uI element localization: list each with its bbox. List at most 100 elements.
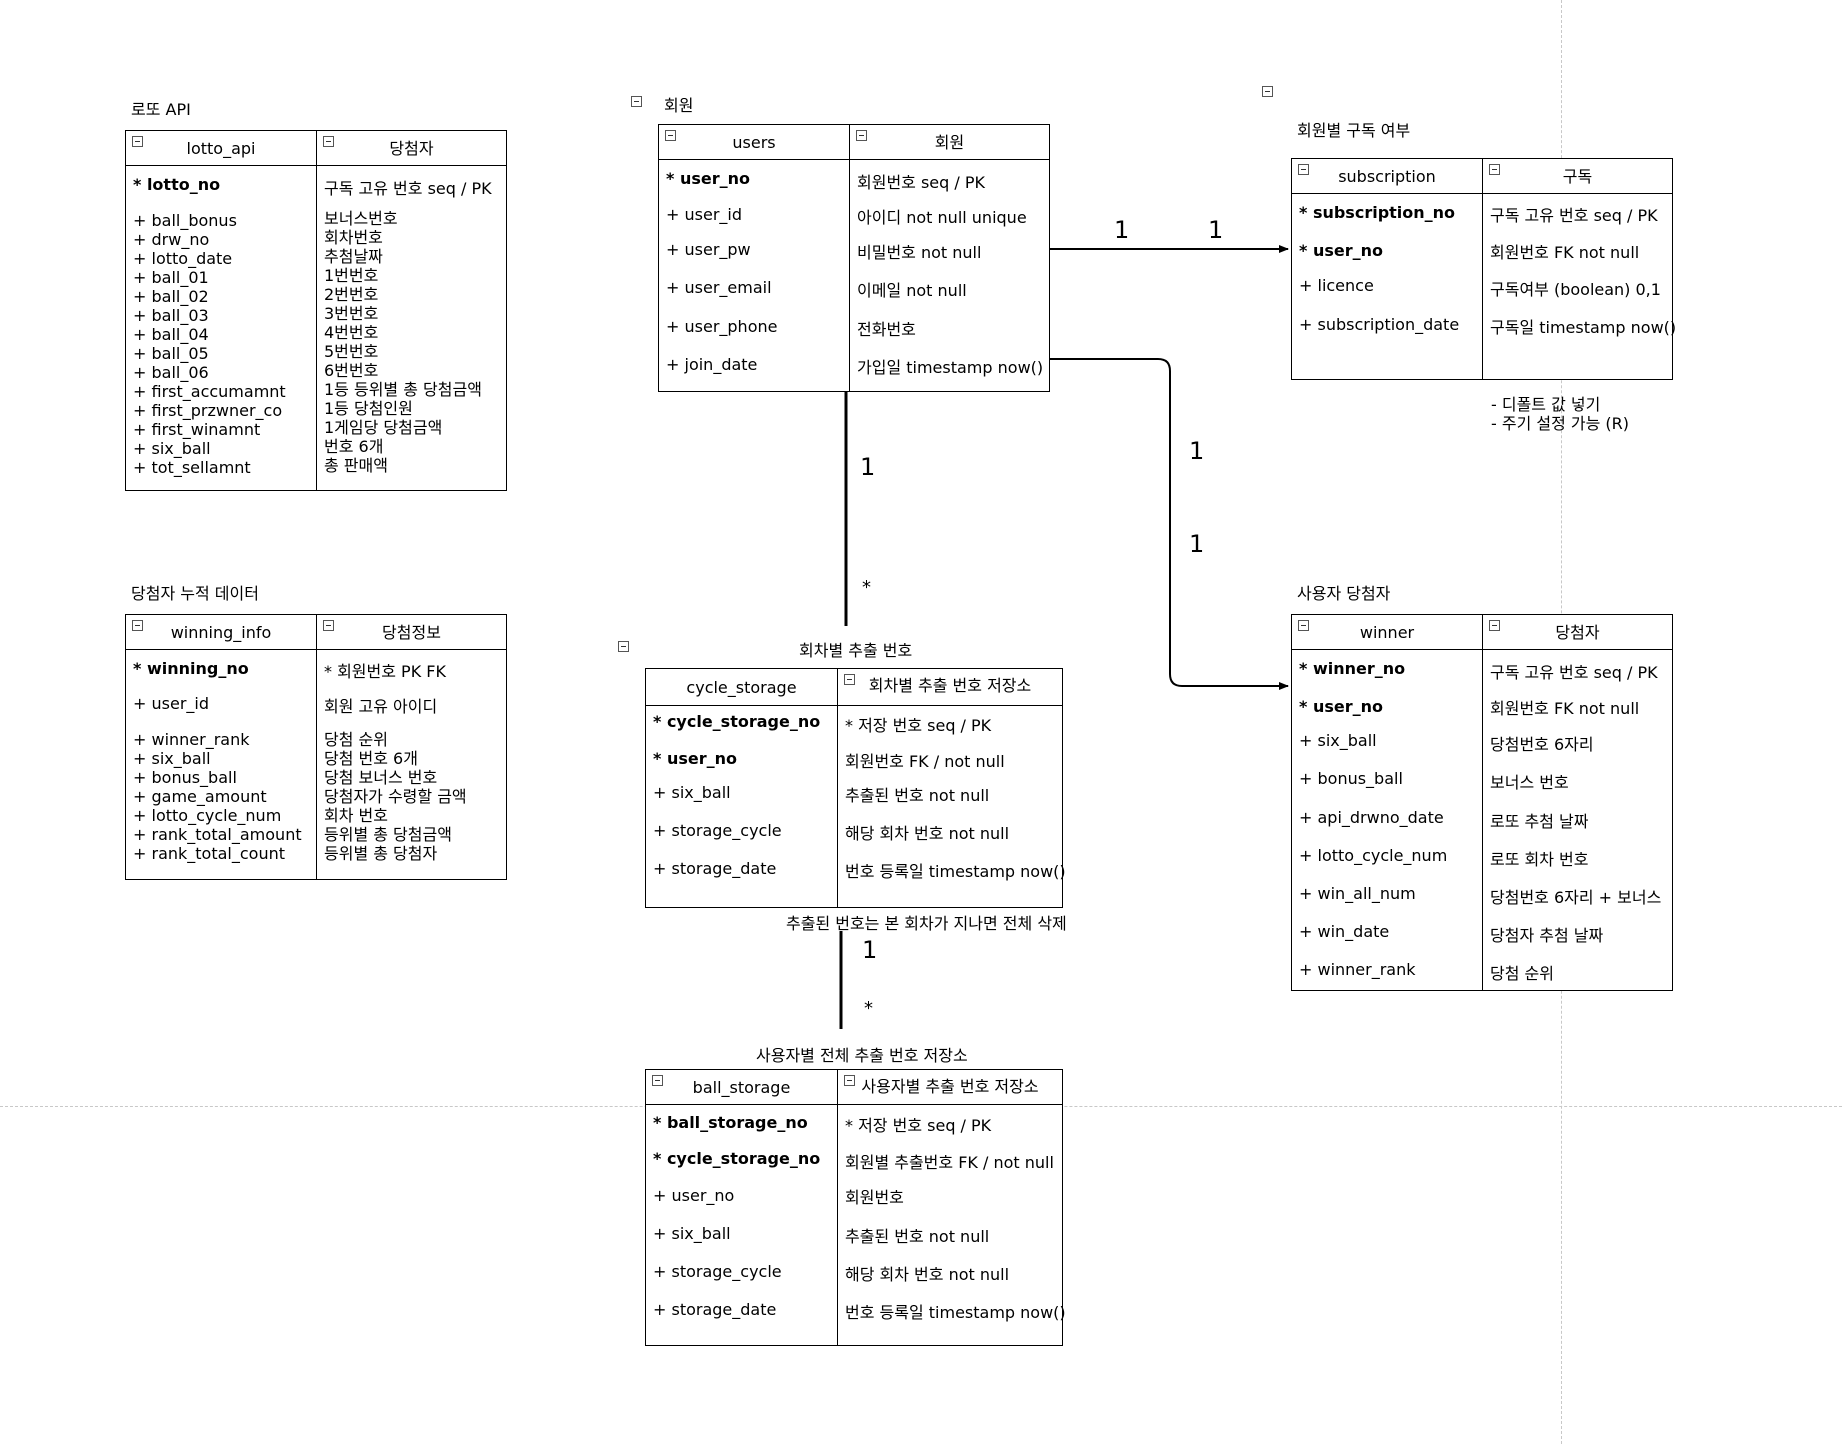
cycle-field-2: + six_ball [653,783,731,802]
cycle-left-header-label: cycle_storage [686,678,797,697]
subscription-field-1: * user_no [1299,241,1383,260]
users-winner-line [1048,358,1289,690]
collapse-icon[interactable] [132,620,143,631]
cycle-left-header[interactable]: cycle_storage [646,669,837,706]
lotto-right-col: 당첨자 구독 고유 번호 seq / PK 보너스번호 회차번호 추첨날짜 1번… [316,131,506,490]
winning-info-field-2: + user_id [133,694,209,713]
collapse-icon[interactable] [1489,164,1500,175]
winning-info-key-desc: * 회원번호 PK FK [324,662,446,681]
cycle-group-collapse-icon[interactable] [618,641,629,652]
winner-right-header-label: 당첨자 [1555,623,1600,642]
winner-table[interactable]: winner * winner_no * user_no + six_ball … [1291,614,1673,991]
subscription-field-0: * subscription_no [1299,203,1456,222]
winning-info-table[interactable]: winning_info * winning_no + user_id + wi… [125,614,507,880]
winner-left-header[interactable]: winner [1292,615,1482,650]
users-group-title: 회원 [664,96,694,115]
users-field-3: + user_email [666,278,772,297]
lotto-key-desc: 구독 고유 번호 seq / PK [324,179,492,198]
users-right-header[interactable]: 회원 [850,125,1049,160]
subscription-left-header-label: subscription [1338,167,1436,186]
lotto-left-header[interactable]: lotto_api [126,131,316,166]
lotto-left-header-label: lotto_api [186,139,256,158]
collapse-icon[interactable] [844,1075,855,1086]
users-left-col: users * user_no + user_id + user_pw + us… [659,125,849,391]
subscription-table[interactable]: subscription * subscription_no * user_no… [1291,158,1676,380]
lotto-key-field: * lotto_no [133,175,221,194]
users-desc-1: 아이디 not null unique [857,208,1027,227]
winner-right-col: 당첨자 구독 고유 번호 seq / PK 회원번호 FK not null 당… [1482,615,1672,990]
collapse-icon[interactable] [323,136,334,147]
winning-info-left-header[interactable]: winning_info [126,615,316,650]
mult-cycle-ball-one: 1 [862,936,878,964]
collapse-icon[interactable] [665,130,676,141]
ball-field-3: + six_ball [653,1224,731,1243]
users-left-header[interactable]: users [659,125,849,160]
ball-right-header[interactable]: 사용자별 추출 번호 저장소 [838,1070,1062,1105]
collapse-icon[interactable] [856,130,867,141]
collapse-icon[interactable] [652,1075,663,1086]
ball-left-col: ball_storage * ball_storage_no * cycle_s… [646,1070,837,1345]
cycle-desc-1: 회원번호 FK / not null [845,752,1005,771]
lotto-group-title: 로또 API [131,100,191,119]
ball-desc-0: * 저장 번호 seq / PK [845,1116,992,1135]
cycle-desc-4: 번호 등록일 timestamp now() [845,862,1066,881]
ball-storage-table[interactable]: ball_storage * ball_storage_no * cycle_s… [645,1069,1066,1346]
subscription-group-collapse-icon[interactable] [1262,86,1273,97]
mult-users-sub-b: 1 [1208,216,1224,244]
winner-desc-0: 구독 고유 번호 seq / PK [1490,663,1658,682]
subscription-desc-0: 구독 고유 번호 seq / PK [1490,206,1658,225]
ball-field-1: * cycle_storage_no [653,1149,821,1168]
winner-right-header[interactable]: 당첨자 [1483,615,1672,650]
lotto-right-header[interactable]: 당첨자 [317,131,506,166]
collapse-icon[interactable] [844,674,855,685]
cycle-storage-table[interactable]: cycle_storage * cycle_storage_no * user_… [645,668,1066,908]
subscription-desc-2: 구독여부 (boolean) 0,1 [1490,280,1661,299]
mult-users-winner-a: 1 [1189,437,1205,465]
collapse-icon[interactable] [323,620,334,631]
mult-users-winner-b: 1 [1189,530,1205,558]
lotto-left-col: lotto_api * lotto_no + ball_bonus + drw_… [126,131,316,490]
cycle-field-3: + storage_cycle [653,821,782,840]
users-table[interactable]: users * user_no + user_id + user_pw + us… [658,124,1050,392]
mult-users-cycle-many: * [862,577,871,598]
subscription-left-header[interactable]: subscription [1292,159,1482,194]
collapse-icon[interactable] [132,136,143,147]
mult-cycle-ball-many: * [864,998,873,1019]
ball-desc-2: 회원번호 [845,1188,904,1207]
collapse-icon[interactable] [1298,164,1309,175]
users-field-0: * user_no [666,169,750,188]
winner-field-1: * user_no [1299,697,1383,716]
users-desc-5: 가입일 timestamp now() [857,358,1044,377]
winner-field-7: + win_date [1299,922,1390,941]
mult-users-cycle-one: 1 [860,453,876,481]
cycle-right-col: 회차별 추출 번호 저장소 * 저장 번호 seq / PK 회원번호 FK /… [837,669,1066,907]
users-field-5: + join_date [666,355,758,374]
winning-info-right-header[interactable]: 당첨정보 [317,615,506,650]
subscription-right-header[interactable]: 구독 [1483,159,1672,194]
users-group-collapse-icon[interactable] [631,96,642,107]
users-right-header-label: 회원 [934,133,965,152]
ball-storage-group-title: 사용자별 전체 추출 번호 저장소 [756,1046,968,1065]
ball-desc-5: 번호 등록일 timestamp now() [845,1303,1066,1322]
winning-info-left-header-label: winning_info [170,623,272,642]
users-desc-2: 비밀번호 not null [857,243,982,262]
ball-right-header-label: 사용자별 추출 번호 저장소 [861,1077,1039,1096]
winning-info-descs: 당첨 순위 당첨 번호 6개 당첨 보너스 번호 당첨자가 수령할 금액 회차 … [324,730,467,863]
cycle-right-header-label: 회차별 추출 번호 저장소 [868,676,1032,695]
cycle-right-header[interactable]: 회차별 추출 번호 저장소 [838,669,1062,706]
lotto-right-header-label: 당첨자 [389,139,434,158]
winner-field-0: * winner_no [1299,659,1406,678]
ball-field-2: + user_no [653,1186,735,1205]
users-right-col: 회원 회원번호 seq / PK 아이디 not null unique 비밀번… [849,125,1049,391]
ball-left-header[interactable]: ball_storage [646,1070,837,1105]
winning-info-right-col: 당첨정보 * 회원번호 PK FK 회원 고유 아이디 당첨 순위 당첨 번호 … [316,615,506,879]
cycle-group-title: 회차별 추출 번호 [799,641,913,660]
subscription-field-2: + licence [1299,276,1374,295]
winner-field-5: + lotto_cycle_num [1299,846,1448,865]
collapse-icon[interactable] [1489,620,1500,631]
users-field-4: + user_phone [666,317,778,336]
lotto-api-table[interactable]: lotto_api * lotto_no + ball_bonus + drw_… [125,130,507,491]
winning-info-right-header-label: 당첨정보 [382,623,441,642]
collapse-icon[interactable] [1298,620,1309,631]
